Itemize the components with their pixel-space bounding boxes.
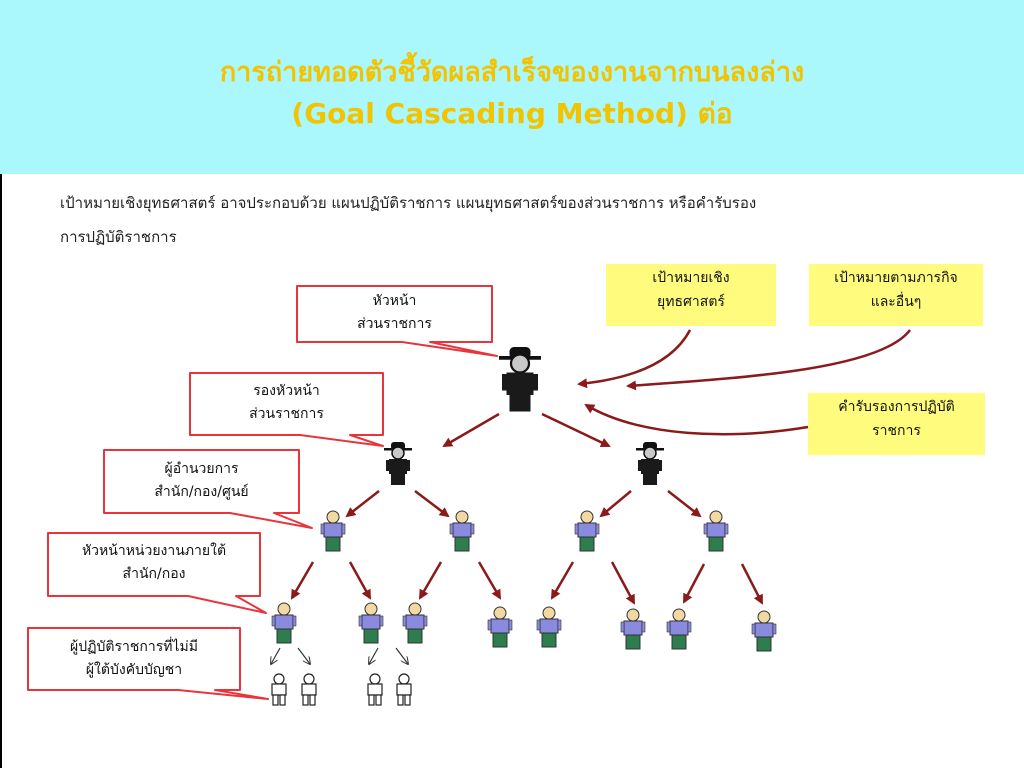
person-icon [574,510,600,552]
source-box-performance-agreement: คำรับรองการปฏิบัติ ราชการ [808,393,985,455]
person-icon [703,510,729,552]
label-line-1: ผู้ปฏิบัติราชการที่ไม่มี [70,639,198,655]
hierarchy-arrows [290,412,764,605]
person-icon [402,602,428,644]
title-line-2: (Goal Cascading Method) ต่อ [291,97,733,130]
intro-text: เป้าหมายเชิงยุทธศาสตร์ อาจประกอบด้วย แผน… [60,186,1000,254]
person-icon [487,606,513,648]
left-rule [0,174,2,768]
callout-operator [27,627,269,700]
label-line-1: คำรับรองการปฏิบัติ [838,399,955,415]
label-line-2: สำนัก/กอง/ศูนย์ [154,484,249,500]
arrow-strategy-goal [577,329,692,389]
intro-line-1: เป้าหมายเชิงยุทธศาสตร์ อาจประกอบด้วย แผน… [60,194,757,212]
person-with-hat-icon [384,442,412,485]
worker-arrows [271,647,408,664]
person-icon [666,608,692,650]
label-line-1: หัวหน้า [372,293,417,309]
person-icon [320,510,346,552]
person-icon [751,610,777,652]
label-line-2: ราชการ [872,423,921,439]
arrow-mission-goal [626,329,911,391]
title-line-1: การถ่ายทอดตัวชี้วัดผลสำเร็จของงานจากบนลง… [219,57,805,88]
label-line-2: และอื่นๆ [870,294,922,310]
outline-person-icon [271,673,287,706]
label-line-1: รองหัวหน้า [253,383,320,399]
source-box-strategic-goal: เป้าหมายเชิง ยุทธศาสตร์ [606,264,776,326]
title-banner: การถ่ายทอดตัวชี้วัดผลสำเร็จของงานจากบนลง… [0,0,1024,174]
label-line-1: เป้าหมายเชิง [652,270,730,286]
callout-director-text: ผู้อำนวยการ สำนัก/กอง/ศูนย์ [104,458,299,504]
label-line-2: ส่วนราชการ [249,406,324,422]
callout-unit-head [47,532,267,614]
label-line-2: ผู้ใต้บังคับบัญชา [85,662,183,678]
person-icon [449,510,475,552]
person-icon [620,608,646,650]
callout-director [103,449,313,529]
label-line-1: เป้าหมายตามภารกิจ [834,270,958,286]
person-icon [271,602,297,644]
outline-person-icon [301,673,317,706]
outline-person-icon [367,673,383,706]
source-box-mission-goal: เป้าหมายตามภารกิจ และอื่นๆ [809,264,983,326]
label-line-2: ยุทธศาสตร์ [657,294,725,310]
callout-head-of-agency [296,285,498,357]
arrow-performance-agreement [584,403,809,436]
person-with-hat-icon [499,347,541,412]
person-icon [358,602,384,644]
callout-deputy-head [189,372,384,447]
label-line-1: หัวหน้าหน่วยงานภายใต้ [81,543,227,559]
callout-unit-head-text: หัวหน้าหน่วยงานภายใต้ สำนัก/กอง [48,540,260,586]
label-line-2: ส่วนราชการ [357,316,432,332]
callout-deputy-head-text: รองหัวหน้า ส่วนราชการ [190,380,383,426]
person-with-hat-icon [636,442,664,485]
intro-line-2: การปฏิบัติราชการ [60,228,177,246]
person-icon [536,606,562,648]
label-line-1: ผู้อำนวยการ [164,461,239,477]
callout-head-of-agency-text: หัวหน้า ส่วนราชการ [297,290,492,336]
label-line-2: สำนัก/กอง [122,566,186,582]
callout-operator-text: ผู้ปฏิบัติราชการที่ไม่มี ผู้ใต้บังคับบัญ… [28,636,240,682]
outline-person-icon [396,673,412,706]
